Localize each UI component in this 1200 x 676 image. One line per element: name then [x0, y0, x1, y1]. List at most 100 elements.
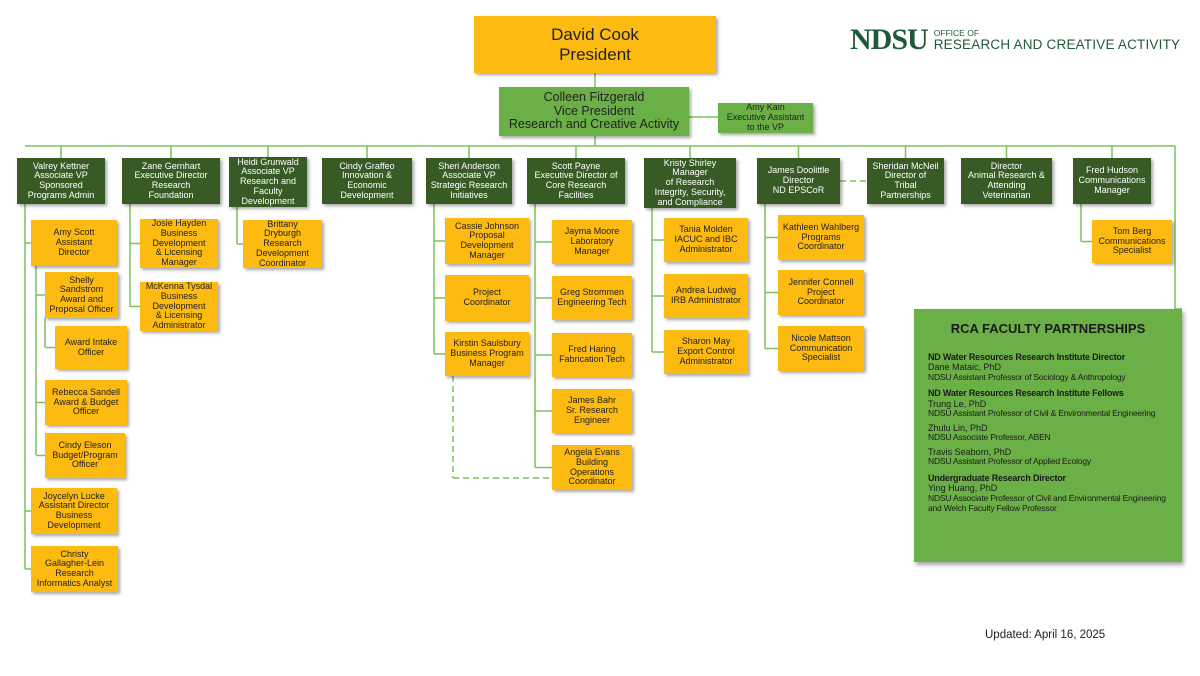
box-title-line: Initiatives: [450, 189, 488, 200]
box-title-line: Business: [160, 290, 198, 301]
box-name: Kristy Shirley: [663, 157, 717, 168]
box-title-line: Business: [55, 510, 93, 520]
box-title-line: Business Program: [450, 348, 524, 359]
box-name: Greg Strommen: [559, 287, 625, 298]
box-name: Amy Kain: [746, 102, 785, 113]
box-title-line: Development: [152, 237, 206, 248]
box-title-line: Executive Assistant: [726, 112, 805, 123]
box-name: Sharon May: [681, 336, 731, 347]
box-name: Scott Payne: [551, 160, 601, 171]
member-title: NDSU Assistant Professor of Civil & Envi…: [928, 408, 1156, 419]
box-title-line: Officer: [72, 406, 100, 417]
box-title-line: Associate VP: [442, 170, 496, 181]
box-title-line: Fabrication Tech: [559, 354, 625, 364]
box-title-line: Sponsored: [39, 180, 83, 190]
box-title-line: Gallagher-Lein: [44, 558, 105, 569]
box-name: Brittany: [267, 218, 298, 229]
box-name: Heidi Grunwald: [237, 156, 299, 167]
box-name: Jayma Moore: [564, 226, 620, 237]
box-title-line: Engineer: [573, 414, 611, 425]
box-name: McKenna Tysdal: [145, 281, 213, 292]
box-title-line: Foundation: [148, 189, 194, 200]
box-name: Tom Berg: [1112, 225, 1152, 236]
logo-mark: NDSU: [850, 23, 929, 56]
box-title-line: to the VP: [746, 121, 785, 132]
box-title-line: Project: [806, 286, 835, 297]
box-title-line: Communication: [789, 342, 853, 353]
box-title-line: Core Research: [545, 180, 607, 190]
box-title-line: Administrator: [679, 243, 733, 254]
box-name: Fred Hudson: [1085, 165, 1139, 176]
box-title-line: Economic: [347, 180, 387, 190]
box-title-line: Coordinator: [258, 257, 307, 268]
box-name: Josie Hayden: [151, 218, 207, 229]
box-title-line: of Research: [665, 177, 715, 188]
box-title-line: ND EPSCoR: [772, 184, 825, 195]
box-title-line: Export Control: [677, 346, 735, 357]
box-name: Director: [990, 160, 1023, 171]
box-title-line: Coordinator: [463, 297, 511, 307]
box-name: Kathleen Wahlberg: [782, 221, 860, 232]
box-title-line: Budget/Program: [52, 449, 118, 460]
box-title-line: Innovation &: [341, 170, 393, 181]
member-title: NDSU Associate Professor of Civil and En…: [928, 492, 1166, 513]
box-name: Project: [472, 287, 501, 298]
box-title-line: Director: [782, 175, 815, 186]
box-title-line: Specialist: [801, 352, 841, 363]
box-title-line: Communications: [1098, 235, 1166, 246]
box-name: Rebecca Sandell: [51, 386, 121, 397]
panel-title: RCA FACULTY PARTNERSHIPS: [950, 321, 1146, 336]
box-name: Tania Molden: [679, 224, 733, 235]
box-name: Sheri Anderson: [438, 160, 500, 171]
box-name: Zane Gernhart: [141, 160, 201, 171]
box-name: James Bahr: [567, 395, 617, 406]
box-name: Joycelyn Lucke: [43, 490, 105, 501]
faculty-partnerships-panel: RCA FACULTY PARTNERSHIPS ND Water Resour…: [914, 309, 1182, 562]
box-title-line: President: [559, 44, 631, 64]
partnership-section: ND Water Resources Research Institute Fe…: [928, 388, 1168, 467]
box-name: Award Intake: [64, 336, 118, 347]
box-title-line: Development: [460, 240, 514, 250]
box-title-line: Tribal: [894, 180, 917, 190]
box-title-line: Development: [152, 300, 206, 311]
box-title-line: Proposal: [469, 230, 505, 241]
box-title-line: Informatics Analyst: [36, 577, 113, 588]
section-heading: Undergraduate Research Director: [928, 473, 1066, 484]
box-title-line: Coordinator: [568, 476, 616, 487]
box-name: Andrea Ludwig: [675, 285, 737, 296]
box-title-line: and Compliance: [657, 196, 723, 207]
member-name: Dane Mataic, PhD: [928, 362, 1002, 373]
box-title-line: & Licensing: [155, 310, 203, 321]
box-name: Amy Scott: [53, 227, 95, 238]
box-title-line: Manager: [469, 249, 505, 260]
member-title: NDSU Assistant Professor of Applied Ecol…: [928, 456, 1091, 467]
box-title-line: Research: [55, 568, 94, 578]
